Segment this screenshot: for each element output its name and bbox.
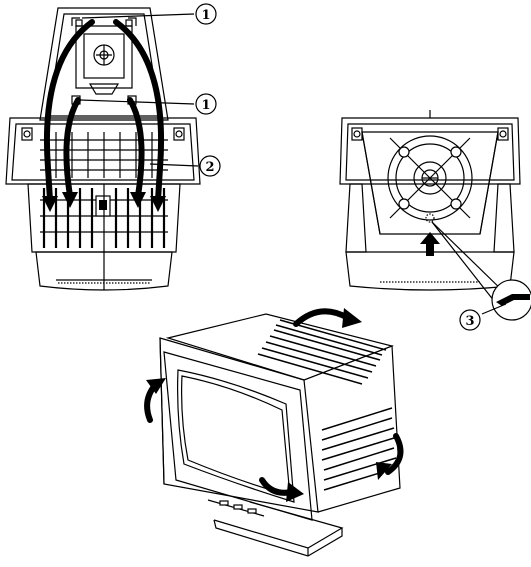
callout-2-label: 2 (205, 160, 214, 175)
monitor-underside-illustration (339, 110, 521, 307)
stand-removal-illustration (5, 7, 201, 291)
callout-1-middle-label: 1 (201, 98, 210, 113)
monitor-perspective-illustration (144, 308, 404, 557)
removal-arrows (42, 19, 166, 212)
callout-3: 3 (459, 303, 507, 331)
callout-3-label: 3 (465, 314, 474, 329)
rotation-arrows (144, 308, 404, 502)
rear-vent-grid (40, 132, 168, 178)
monitor-vents (257, 319, 397, 491)
callout-1-top: 1 (195, 3, 217, 25)
callout-1-middle: 1 (195, 93, 217, 115)
callout-1-top-label: 1 (201, 8, 210, 23)
latch-detail-zoom (491, 279, 531, 321)
callout-2: 2 (199, 155, 221, 177)
